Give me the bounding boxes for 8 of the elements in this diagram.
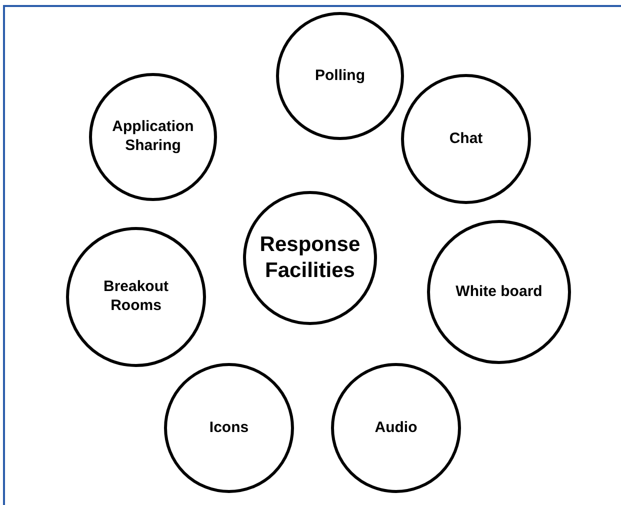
node-label: Audio: [374, 418, 418, 438]
node-label: Application Sharing: [111, 118, 195, 156]
node-label: Icons: [209, 418, 249, 438]
node-label: Breakout Rooms: [102, 278, 170, 316]
node-label: White board: [456, 282, 542, 302]
node-label: Chat: [449, 130, 483, 148]
node-label: Response Facilities: [258, 232, 362, 284]
node-label: Polling: [315, 66, 365, 86]
